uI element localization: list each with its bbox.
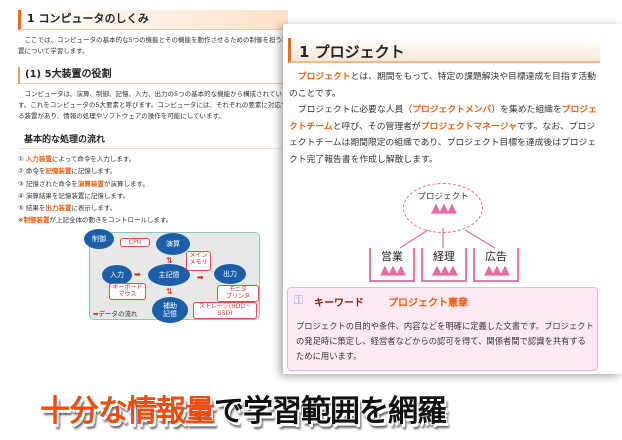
output-node: 出力 (214, 264, 246, 284)
people-icon: ▲▲▲ (432, 263, 458, 278)
step-text: によって命令を入力します。 (51, 155, 136, 163)
step-text: ③ 記憶された命令を (18, 179, 78, 188)
keyword-term: プロジェクト憲章 (388, 298, 468, 309)
text-segment: と呼び、その管理者が (332, 121, 421, 132)
step-item: ⑤ 結果を出力装置に表示します。 (18, 202, 290, 214)
step-text: ① (18, 155, 26, 163)
five-units-diagram: 制御 CPU 演算 ⇅ メイン メモリ 入力 ➡ 主記憶 ➡ 出力 キーボード … (84, 229, 260, 323)
legend: ➡データの流れ (93, 309, 137, 320)
step-item: ※制御装置が上記全体の動きをコントロールします。 (18, 214, 290, 226)
main-memory-node: 主記憶 (148, 264, 190, 286)
text-segment: とは、期間をもって、特定の課題解決や目標達成を目指す活動のことです。 (289, 72, 597, 99)
left-section-text: コンピュータは、演算、制御、記憶、入力、出力の5つの基本的な機能から構成されてい… (18, 90, 289, 120)
step-text: 記憶装置 (45, 167, 72, 176)
highlight-term: プロジェクトメンバ (412, 105, 492, 115)
input-node: 入力 (102, 265, 132, 285)
paragraph-1: プロジェクトとは、期間をもって、特定の課題解決や目標達成を目指す活動のことです。 (289, 69, 599, 102)
step-text: ④ 演算結果を記憶装置に記憶します。 (18, 191, 130, 200)
dept-advertising: 広告▲▲▲ (473, 248, 519, 282)
left-page: 1 コンピュータのしくみ ここでは、コンピュータの基本的な5つの機能とその機能を… (0, 0, 300, 335)
calc-node: 演算 (156, 233, 190, 255)
dept-label: 営業 (381, 250, 403, 263)
highlight-term: プロジェクトマネージャ (420, 121, 517, 132)
project-label: プロジェクト (417, 192, 469, 202)
people-icon: ▲▲▲ (431, 201, 457, 216)
arrow-icon: ⇅ (166, 287, 173, 296)
keyword-box: ⚿ キーワード プロジェクト憲章 プロジェクトの目的や条件、内容などを明確に定義… (287, 287, 598, 371)
left-section-heading: (1) 5大装置の役割 (18, 67, 288, 84)
step-item: ① 入力装置によって命令を入力します。 (18, 153, 290, 165)
left-intro: ここでは、コンピュータの基本的な5つの機能とその機能を動作させるための制御を担う… (18, 36, 289, 55)
arrow-icon: ➡ (134, 270, 141, 279)
people-icon: ▲▲▲ (484, 263, 510, 278)
left-title: 1 コンピュータのしくみ (18, 10, 288, 30)
dept-label: 広告 (485, 250, 507, 263)
control-node: 制御 (84, 229, 114, 249)
step-text: 制御装置 (23, 216, 50, 225)
arrow-icon: ➡ (93, 310, 99, 318)
dept-accounting: 経理▲▲▲ (421, 248, 467, 282)
aux-storage-node: 補助 記憶 (152, 297, 188, 323)
highlight-term: プロジェクト (297, 72, 351, 82)
step-text: 出力装置 (45, 204, 72, 213)
step-text: が演算します。 (103, 179, 149, 188)
storage-label: ストレージ(HDD・ SSD) (193, 302, 257, 319)
text-segment: です。なお、プロジェクトチームは期間限定の組織であり、プロジェクト目標を達成後は… (289, 121, 597, 165)
dept-sales: 営業▲▲▲ (369, 248, 415, 282)
tagline-highlight: 十分な情報量 (40, 394, 215, 429)
step-item: ② 命令を記憶装置に記憶します。 (18, 165, 290, 177)
keyword-label: キーワード (314, 298, 364, 309)
step-text: が上記全体の動きをコントロールします。 (49, 216, 173, 225)
text-segment: プロジェクトに必要な人員（ (297, 105, 413, 115)
step-item: ③ 記憶された命令を演算装置が演算します。 (18, 178, 290, 190)
arrow-icon (399, 229, 429, 249)
keyword-text: プロジェクトの目的や条件、内容などを明確に定義した文書です。プロジェクトの発足時… (296, 321, 594, 361)
tagline-rest: で学習範囲を網羅 (214, 394, 447, 429)
output-device-label: モニタ プリンタ (217, 285, 259, 302)
arrow-icon: ➡ (197, 273, 204, 282)
main-memory-label: メイン メモリ (186, 251, 211, 271)
tagline: 十分な情報量で学習範囲を網羅 (40, 386, 447, 430)
step-text: ② 命令を (18, 167, 46, 176)
legend-label: データの流れ (98, 310, 138, 318)
input-device-label: キーボード マウス (109, 283, 146, 300)
highlight-term: プロジェクトチーム (289, 105, 597, 132)
step-item: ④ 演算結果を記憶装置に記憶します。 (18, 190, 290, 202)
arrows (399, 228, 496, 249)
step-text: に表示します。 (71, 204, 117, 213)
people-icon: ▲▲▲ (380, 263, 406, 278)
step-text: 演算装置 (77, 179, 104, 188)
step-text: 入力装置 (25, 155, 52, 163)
text-segment: ）を集めた組織を (491, 105, 562, 115)
cpu-label: CPU (120, 238, 150, 247)
step-text: ※ (18, 216, 24, 225)
arrow-icon (464, 229, 496, 249)
dept-label: 経理 (433, 250, 455, 263)
key-icon: ⚿ (294, 293, 304, 307)
arrow-icon: ⇅ (166, 256, 173, 265)
right-title: 1 プロジェクト (288, 38, 600, 63)
step-list: ① 入力装置によって命令を入力します。② 命令を記憶装置に記憶します。③ 記憶さ… (18, 153, 290, 227)
left-subsection-heading: 基本的な処理の流れ (20, 133, 290, 149)
paragraph-2: プロジェクトに必要な人員（プロジェクトメンバ）を集めた組織をプロジェクトチームと… (289, 102, 599, 168)
step-text: に記憶します。 (71, 167, 117, 176)
step-text: ⑤ 結果を (18, 204, 46, 213)
